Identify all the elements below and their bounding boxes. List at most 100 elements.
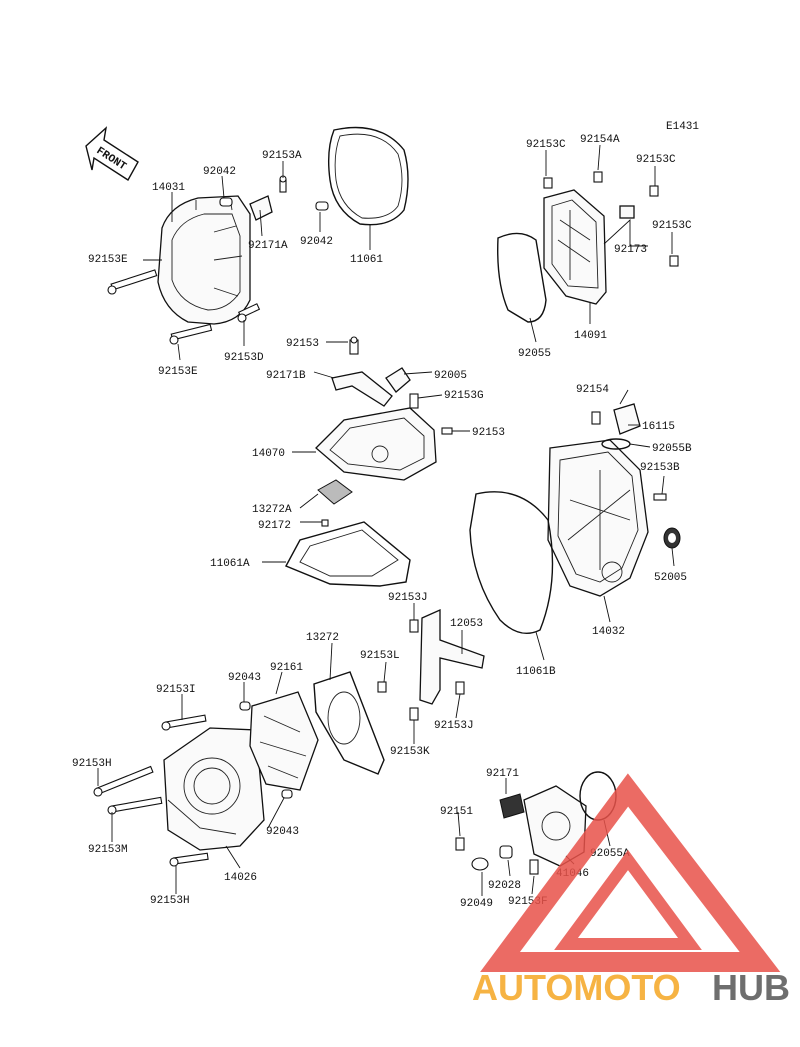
bolt-92153I xyxy=(161,714,207,731)
cover-14091 xyxy=(543,189,607,305)
label-92043: 92043 xyxy=(266,826,299,838)
filter-13272A xyxy=(317,479,353,505)
seal-52005 xyxy=(663,527,681,549)
gasket-13272 xyxy=(313,671,385,775)
pulser-cover-14026 xyxy=(163,727,265,851)
label-92153G: 92153G xyxy=(444,390,484,402)
rotor-92161 xyxy=(249,691,319,791)
label-92153: 92153 xyxy=(472,427,505,439)
bolt-92153-b xyxy=(441,427,453,435)
label-92055: 92055 xyxy=(518,348,551,360)
logo-text-hub: HUB xyxy=(712,967,790,1008)
bolt-92153H-a xyxy=(93,765,154,797)
clip-92173 xyxy=(619,205,635,219)
bolt-92153L xyxy=(377,681,387,693)
gasket-11061B xyxy=(469,491,554,634)
label-92028: 92028 xyxy=(488,880,521,892)
label-92153: 92153 xyxy=(286,338,319,350)
label-13272A: 13272A xyxy=(252,504,292,516)
label-92055B: 92055B xyxy=(652,443,692,455)
bolt-92154 xyxy=(591,411,601,425)
label-92171B: 92171B xyxy=(266,370,306,382)
clip-92171 xyxy=(499,793,525,819)
label-92153C: 92153C xyxy=(652,220,692,232)
bolt-92153C-a xyxy=(543,177,553,189)
automotohub-logo: AUTOMOTO HUB xyxy=(472,773,790,1008)
bracket-92171B xyxy=(331,371,393,407)
dowel-pin-92043a xyxy=(239,701,251,711)
clip-92172 xyxy=(321,519,329,527)
label-11061: 11061 xyxy=(350,254,383,266)
label-12053: 12053 xyxy=(450,618,483,630)
label-14031: 14031 xyxy=(152,182,185,194)
label-92154: 92154 xyxy=(576,384,609,396)
label-92153C: 92153C xyxy=(636,154,676,166)
label-92055A: 92055A xyxy=(590,848,630,860)
dowel-pin-92042a xyxy=(219,197,233,207)
label-92153L: 92153L xyxy=(360,650,400,662)
label-92153H: 92153H xyxy=(150,895,190,907)
bolt-92153H-b xyxy=(169,852,209,867)
part-labels: 92153A 92042 14031 92171A 92042 11061 92… xyxy=(72,134,692,910)
label-14026: 14026 xyxy=(224,872,257,884)
collar-92028 xyxy=(499,845,513,859)
gasket-11061 xyxy=(327,126,409,226)
label-92049: 92049 xyxy=(460,898,493,910)
leader-lines xyxy=(97,144,675,896)
label-52005: 52005 xyxy=(654,572,687,584)
label-92153I: 92153I xyxy=(156,684,196,696)
gasket-11061A xyxy=(285,521,411,587)
dowel-pin-92043b xyxy=(281,789,293,799)
label-92153J: 92153J xyxy=(388,592,428,604)
label-14070: 14070 xyxy=(252,448,285,460)
label-92153J: 92153J xyxy=(434,720,474,732)
label-14091: 14091 xyxy=(574,330,607,342)
bolt-92153M xyxy=(107,796,163,815)
washer-92049 xyxy=(471,857,489,871)
clutch-cover-14032 xyxy=(547,439,649,597)
bolt-92154A xyxy=(593,171,603,183)
bolt-92153E-b xyxy=(169,323,213,345)
bolt-92153K xyxy=(409,707,419,721)
label-92153E: 92153E xyxy=(158,366,198,378)
cap-16115 xyxy=(613,403,641,435)
label-92153D: 92153D xyxy=(224,352,264,364)
label-92153K: 92153K xyxy=(390,746,430,758)
label-13272: 13272 xyxy=(306,632,339,644)
label-92172: 92172 xyxy=(258,520,291,532)
oring-92055 xyxy=(497,232,547,323)
bolt-92153J-a xyxy=(409,619,419,633)
label-14032: 14032 xyxy=(592,626,625,638)
bolt-92153D xyxy=(237,303,261,323)
bolt-92153G xyxy=(409,393,419,409)
logo-text-automoto: AUTOMOTO xyxy=(472,967,681,1008)
label-92171A: 92171A xyxy=(248,240,288,252)
bolt-92153C-b xyxy=(649,185,659,197)
label-92153C: 92153C xyxy=(526,139,566,151)
label-92042: 92042 xyxy=(203,166,236,178)
label-92161: 92161 xyxy=(270,662,303,674)
label-92153H: 92153H xyxy=(72,758,112,770)
label-16115: 16115 xyxy=(642,421,675,433)
bolt-92153A xyxy=(279,175,287,193)
label-11061B: 11061B xyxy=(516,666,556,678)
label-92153M: 92153M xyxy=(88,844,128,856)
label-92043: 92043 xyxy=(228,672,261,684)
label-92154A: 92154A xyxy=(580,134,620,146)
label-92005: 92005 xyxy=(434,370,467,382)
label-92153B: 92153B xyxy=(640,462,680,474)
diagram-code: E1431 xyxy=(666,121,699,133)
fitting-92005 xyxy=(385,367,411,393)
label-92171: 92171 xyxy=(486,768,519,780)
bolt-92153C-c xyxy=(669,255,679,267)
bolt-92153J-b xyxy=(455,681,465,695)
bracket-12053 xyxy=(419,608,485,705)
bracket-92171A xyxy=(249,195,273,221)
bolt-92153B xyxy=(653,493,667,501)
front-arrow-icon: FRONT xyxy=(85,126,139,181)
label-92153E: 92153E xyxy=(88,254,128,266)
bolt-92153F xyxy=(529,859,539,875)
dowel-pin-92042b xyxy=(315,201,329,211)
